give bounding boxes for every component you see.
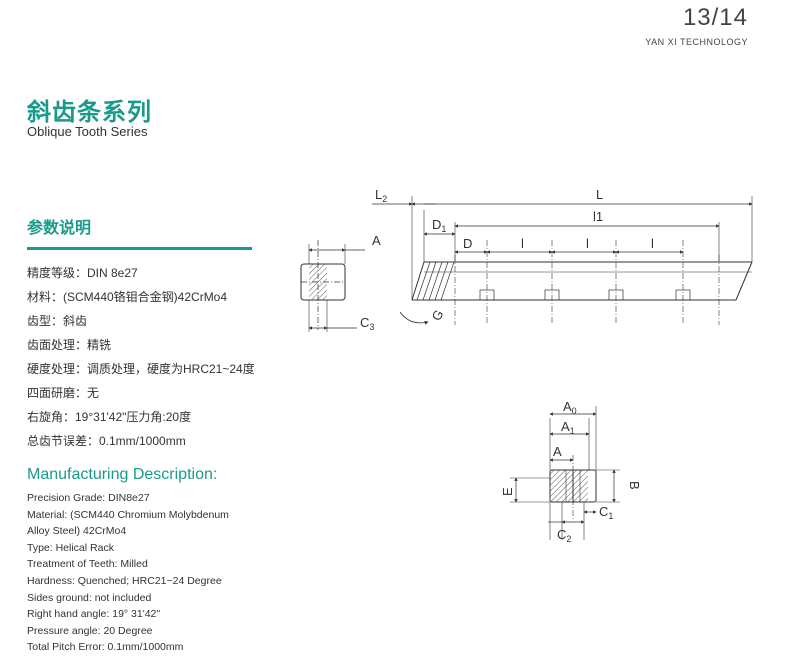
label-d: D [463, 236, 472, 251]
param-material: 材料：(SCM440铬钼合金钢)42CrMo4 [27, 290, 228, 304]
mfg-line: Pressure angle: 20 Degree [27, 624, 153, 637]
page-number: 13/14 [682, 4, 748, 31]
param-surface: 齿面处理：精铣 [27, 338, 112, 352]
param-hardness: 硬度处理：调质处理，硬度为HRC21~24度 [27, 362, 255, 376]
label-b: B [627, 481, 642, 490]
label-l1: l1 [593, 209, 603, 224]
param-tooth-type: 齿型：斜齿 [27, 314, 88, 328]
parameters-heading: 参数说明 [27, 220, 92, 237]
param-grinding: 四面研磨：无 [27, 386, 100, 400]
label-c1: C1 [599, 504, 613, 521]
mfg-line: Right hand angle: 19° 31'42" [27, 608, 161, 621]
cross-section-view [510, 406, 620, 540]
label-pitch-3: l [651, 236, 654, 251]
param-precision: 精度等级：DIN 8e27 [27, 266, 138, 280]
manufacturing-list: Precision Grade: DIN8e27 Material: (SCM4… [27, 490, 287, 656]
mfg-line: Alloy Steel) 42CrMo4 [27, 525, 127, 538]
label-c2: C2 [557, 527, 571, 544]
mfg-line: Total Pitch Error: 0.1mm/1000mm [27, 641, 184, 654]
label-a-section: A [553, 444, 562, 459]
mfg-line: Material: (SCM440 Chromium Molybdenum [27, 508, 229, 521]
label-l-total: L [596, 187, 603, 202]
param-angle: 右旋角：19°31'42"压力角:20度 [27, 410, 192, 424]
mfg-line: Hardness: Quenched; HRC21~24 Degree [27, 574, 222, 587]
label-a0: A0 [563, 399, 577, 416]
mfg-line: Treatment of Teeth: Milled [27, 558, 148, 571]
label-e: E [500, 487, 515, 496]
label-c3: C3 [360, 315, 374, 332]
label-d1: D1 [432, 217, 446, 234]
end-section-view [300, 240, 365, 332]
label-pitch-2: l [586, 236, 589, 251]
title-chinese: 斜齿条系列 [27, 99, 152, 126]
title-english: Oblique Tooth Series [27, 124, 148, 139]
label-a1: A1 [561, 419, 575, 436]
mfg-line: Sides ground: not included [27, 591, 152, 604]
mfg-line: Precision Grade: DIN8e27 [27, 492, 150, 504]
rack-side-view [372, 196, 753, 325]
manufacturing-heading: Manufacturing Description: [27, 466, 218, 483]
label-a-end: A [372, 233, 381, 248]
label-g-angle: G [428, 307, 446, 323]
label-pitch-1: l [521, 236, 524, 251]
mfg-line: Type: Helical Rack [27, 541, 114, 554]
brand-name: YAN XI TECHNOLOGY [645, 37, 748, 47]
mounting-holes [479, 289, 691, 301]
heading-underline [27, 247, 252, 250]
label-l2: L2 [375, 187, 387, 204]
parameter-list: 精度等级：DIN 8e27 材料：(SCM440铬钼合金钢)42CrMo4 齿型… [27, 264, 255, 456]
param-pitch-error: 总齿节误差：0.1mm/1000mm [27, 434, 186, 448]
